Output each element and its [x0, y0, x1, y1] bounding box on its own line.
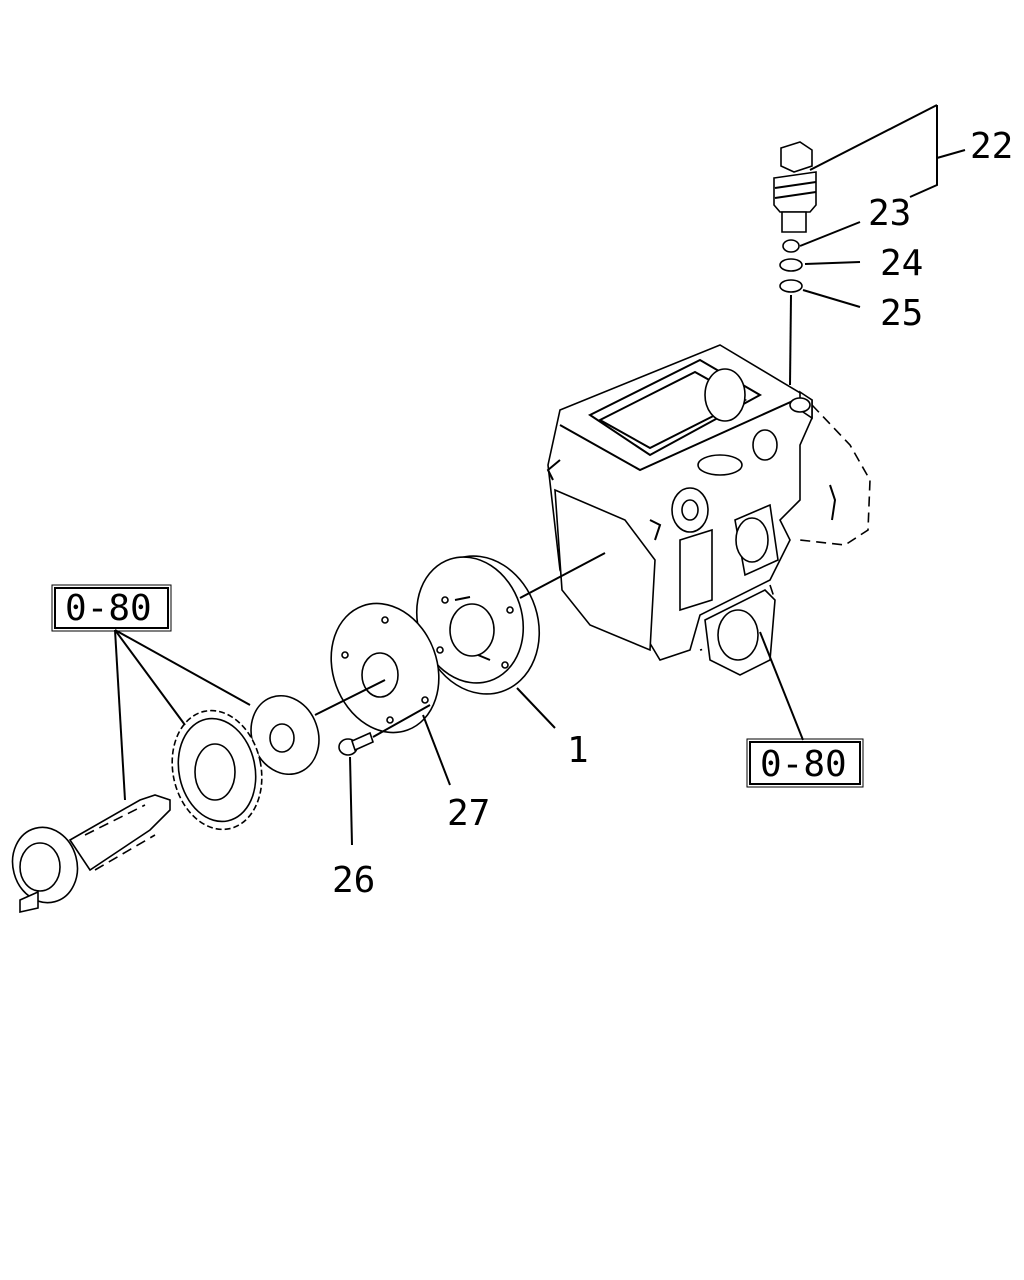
callout-26: 26 [332, 860, 375, 901]
callout-24: 24 [880, 243, 923, 284]
screw [338, 731, 374, 756]
bearing-housing [415, 555, 541, 695]
callout-27: 27 [447, 793, 490, 834]
callout-25: 25 [880, 293, 923, 334]
pump-housing [546, 344, 871, 676]
o-ring-upper [779, 258, 803, 272]
washer [250, 694, 320, 776]
thrust-plate [330, 602, 440, 734]
o-ring-lower [779, 279, 803, 293]
delivery-valve [773, 141, 817, 233]
callout-23: 23 [868, 193, 911, 234]
valve-spring [782, 239, 800, 253]
callout-22: 22 [970, 126, 1013, 167]
reference-box-right: 0-80 [746, 738, 864, 788]
drive-shaft [11, 794, 171, 913]
reference-box-left: 0-80 [51, 584, 172, 632]
reference-label-right: 0-80 [760, 744, 847, 785]
reference-label-left: 0-80 [65, 588, 152, 629]
drive-gear [171, 709, 263, 831]
callout-1: 1 [567, 730, 589, 771]
